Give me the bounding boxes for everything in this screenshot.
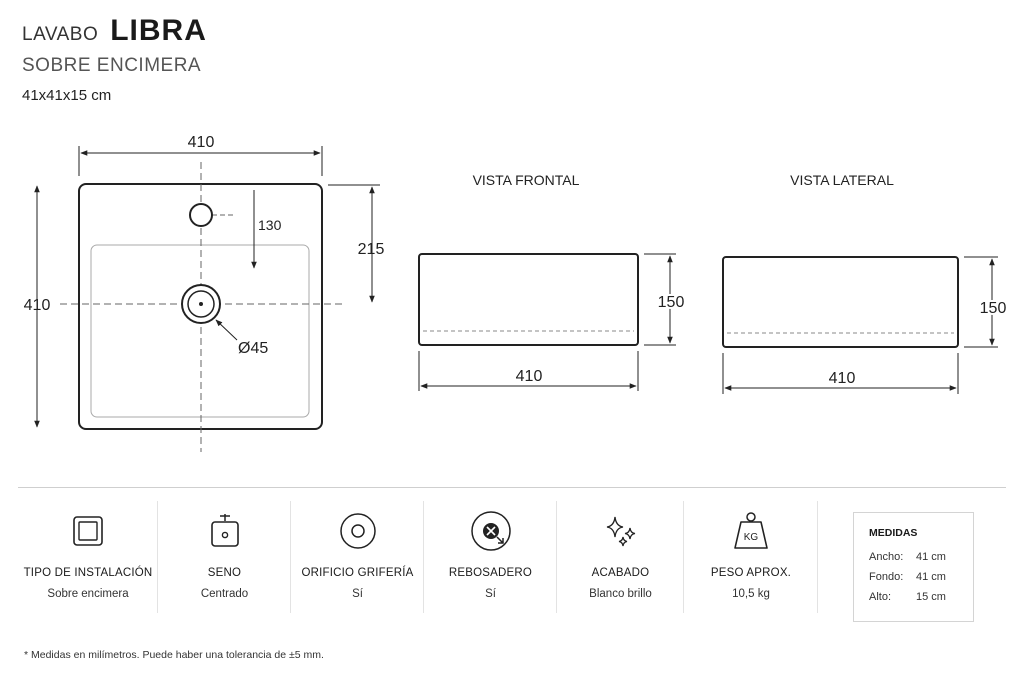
feature-value: Sí — [352, 588, 363, 600]
side-width-label: 410 — [829, 370, 856, 387]
feature-separator — [556, 501, 557, 613]
feature-label: PESO APROX. — [710, 567, 792, 579]
measurement-key: Ancho: — [869, 551, 904, 563]
feature-separator — [157, 501, 158, 613]
drain-diameter-leader — [215, 319, 238, 341]
technical-drawing: 410 410 130 215 Ø45 VISTA FRONTAL 150 41… — [24, 134, 1008, 452]
feature-separator — [290, 501, 291, 613]
sparkle-icon — [597, 507, 645, 555]
top-height-label: 410 — [24, 297, 51, 314]
top-width-label: 410 — [188, 134, 215, 151]
feature-value: Sí — [485, 588, 496, 600]
side-height-label: 150 — [980, 300, 1007, 317]
product-subtitle: SOBRE ENCIMERA — [22, 55, 202, 76]
weight-icon: KG — [727, 507, 775, 555]
weight-icon-text: KG — [744, 532, 759, 543]
feature-finish: ACABADO Blanco brillo — [557, 497, 684, 625]
measurement-row: Ancho: 41 cm — [869, 551, 973, 571]
side-view-title: VISTA LATERAL — [790, 172, 894, 188]
drain-offset-label: 215 — [358, 241, 385, 258]
feature-tap-hole: ORIFICIO GRIFERÍA Sí — [291, 497, 424, 625]
measurement-key: Alto: — [869, 591, 892, 603]
feature-installation-type: TIPO DE INSTALACIÓN Sobre encimera — [18, 497, 158, 625]
feature-label: TIPO DE INSTALACIÓN — [23, 567, 153, 579]
drain-diameter-label: Ø45 — [238, 340, 268, 357]
tap-hole-icon — [334, 507, 382, 555]
measurements-title: MEDIDAS — [869, 527, 918, 539]
front-view-outline — [418, 253, 639, 346]
basin-drain-icon — [201, 507, 249, 555]
measurement-key: Fondo: — [869, 571, 904, 583]
front-height-label: 150 — [658, 294, 685, 311]
section-divider — [18, 487, 1006, 488]
features-row: TIPO DE INSTALACIÓN Sobre encimera SENO … — [18, 497, 818, 625]
feature-label: SENO — [207, 567, 242, 579]
measurements-box: MEDIDAS Ancho: 41 cm Fondo: 41 cm Alto: … — [853, 512, 974, 622]
measurement-value: 15 cm — [916, 591, 946, 603]
drain-center — [199, 302, 203, 306]
feature-value: Sobre encimera — [47, 588, 129, 600]
measurement-row: Alto: 15 cm — [869, 591, 973, 611]
front-view: VISTA FRONTAL 150 410 — [418, 172, 686, 391]
overflow-icon — [467, 507, 515, 555]
product-title: LAVABO LIBRA — [22, 14, 207, 50]
side-view: VISTA LATERAL 150 410 — [722, 172, 1008, 394]
top-view: 410 410 130 215 Ø45 — [24, 134, 385, 452]
feature-weight: KG PESO APROX. 10,5 kg — [684, 497, 818, 625]
tap-offset-label: 130 — [258, 217, 282, 233]
feature-label: ORIFICIO GRIFERÍA — [301, 567, 414, 579]
installation-square-icon — [64, 507, 112, 555]
product-type: LAVABO — [22, 24, 99, 45]
drain-inner — [187, 290, 215, 318]
measurement-row: Fondo: 41 cm — [869, 571, 973, 591]
feature-value: Blanco brillo — [589, 588, 652, 600]
feature-value: Centrado — [200, 588, 249, 600]
front-view-title: VISTA FRONTAL — [473, 172, 580, 188]
measurement-value: 41 cm — [916, 551, 946, 563]
basin-inner — [90, 244, 310, 418]
feature-overflow: REBOSADERO Sí — [424, 497, 557, 625]
feature-separator — [683, 501, 684, 613]
feature-label: ACABADO — [591, 567, 650, 579]
product-name: LIBRA — [110, 14, 207, 47]
side-view-outline — [722, 256, 959, 348]
front-width-label: 410 — [516, 368, 543, 385]
footnote: * Medidas en milímetros. Puede haber una… — [24, 649, 324, 661]
feature-label: REBOSADERO — [448, 567, 533, 579]
feature-separator — [817, 501, 818, 613]
measurement-value: 41 cm — [916, 571, 946, 583]
feature-basin: SENO Centrado — [158, 497, 291, 625]
feature-value: 10,5 kg — [732, 588, 770, 600]
product-dimensions: 41x41x15 cm — [22, 87, 112, 104]
feature-separator — [423, 501, 424, 613]
tap-hole — [189, 203, 213, 227]
